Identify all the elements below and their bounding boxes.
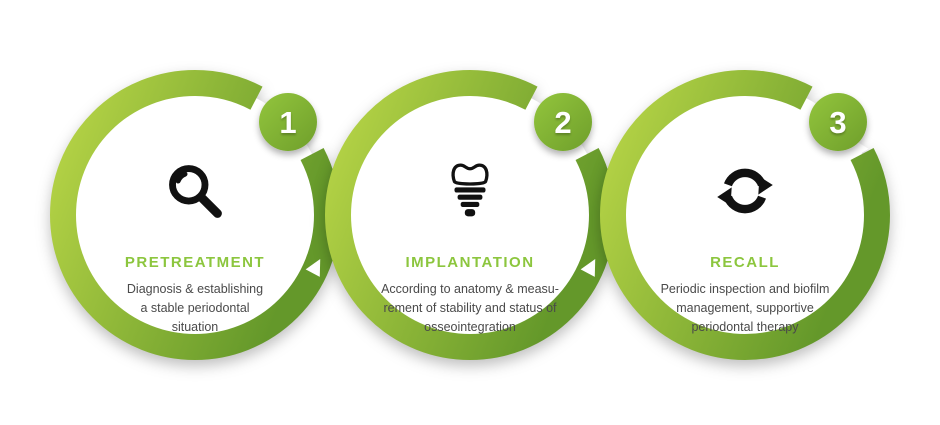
ring-circle (600, 70, 890, 360)
step-content: RECALL Periodic inspection and biofilm m… (595, 65, 895, 365)
step-number-badge: 1 (259, 93, 317, 151)
flow-arrow-icon (305, 259, 321, 277)
step-description: According to anatomy & measu- rement of … (381, 282, 559, 334)
step-number-badge: 3 (809, 93, 867, 151)
step-number: 2 (554, 104, 572, 140)
step-1: 1 PRETREATMENT Diagnosis & establishing … (45, 65, 345, 365)
step-3: 3 RECALL Periodic inspection and biofilm… (595, 65, 895, 365)
recycle-arrows-icon (716, 160, 774, 222)
step-number-badge: 2 (534, 93, 592, 151)
magnifier-icon (165, 160, 225, 222)
step-title: RECALL (710, 254, 780, 271)
step-2: 2 IMPLANTATION According to anatomy & me… (320, 65, 620, 365)
step-title: PRETREATMENT (124, 254, 266, 271)
step-content: IMPLANTATION According to anatomy & meas… (320, 65, 620, 365)
step-number: 3 (829, 104, 847, 140)
step-content: PRETREATMENT Diagnosis & establishing a … (45, 65, 345, 365)
step-number: 1 (279, 104, 297, 140)
flow-arrow-icon (580, 259, 596, 277)
step-description: Periodic inspection and biofilm manageme… (660, 282, 830, 334)
step-title: IMPLANTATION (405, 254, 535, 271)
dental-implant-icon (447, 160, 493, 222)
step-description: Diagnosis & establishing a stable period… (126, 282, 264, 334)
